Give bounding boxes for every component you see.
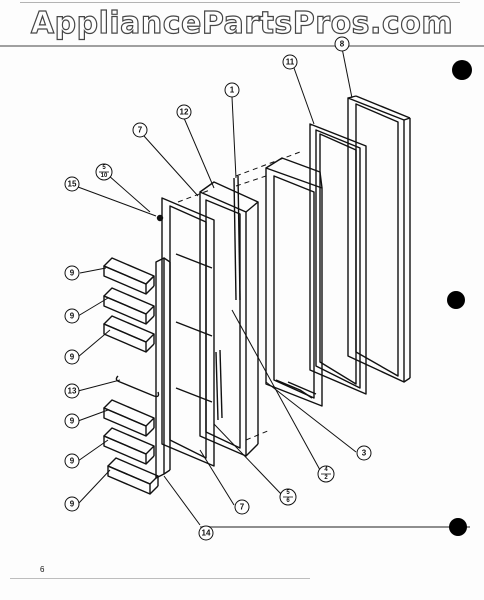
- part-9-door-shelf-4: [103, 399, 155, 437]
- callout-8: 8: [340, 40, 345, 49]
- callout-9-a: 9: [70, 269, 75, 278]
- part-11-door-gasket: [309, 123, 367, 395]
- part-9-door-shelf-1: [103, 257, 155, 295]
- callout-7-bottom: 7: [240, 503, 245, 512]
- callout-fraction-bottom-denominator: 6: [286, 498, 290, 504]
- part-3-door-liner: [265, 157, 323, 407]
- callout-fraction-bottom-numerator: 5: [286, 490, 290, 496]
- page-number: 6: [40, 565, 45, 574]
- watermark: AppliancePartsPros.com: [30, 5, 454, 41]
- binder-hole-middle: [447, 291, 465, 309]
- callout-15: 15: [68, 180, 77, 189]
- callout-9-b: 9: [70, 312, 75, 321]
- part-9-door-shelf-6: [107, 457, 159, 495]
- callout-11: 11: [286, 58, 295, 67]
- part-7-inner-liner: [161, 197, 223, 467]
- binder-hole-top: [452, 60, 472, 80]
- callout-9-c: 9: [70, 353, 75, 362]
- callout-fraction-mid-numerator: 4: [324, 467, 328, 473]
- callout-9-f: 9: [70, 500, 75, 509]
- callout-14: 14: [202, 529, 211, 538]
- part-9-door-shelf-2: [103, 287, 155, 325]
- leader-lines: [77, 47, 357, 526]
- callout-fraction-top-denominator: 10: [101, 173, 108, 179]
- callout-1: 1: [230, 86, 235, 95]
- callout-13: 13: [68, 387, 77, 396]
- callout-fraction-mid-denominator: 2: [324, 475, 328, 481]
- callout-3: 3: [362, 449, 367, 458]
- callout-12: 12: [180, 108, 189, 117]
- callout-9-d: 9: [70, 417, 75, 426]
- callout-fraction-top-numerator: 5: [102, 165, 106, 171]
- part-14-shelf-rail: [155, 257, 171, 479]
- part-13-shelf-retainer: [115, 375, 160, 398]
- part-15-screw: [156, 214, 164, 222]
- callout-9-e: 9: [70, 457, 75, 466]
- scan-noise: [0, 2, 484, 579]
- callout-7-top: 7: [138, 126, 143, 135]
- part-1-breaker-strip: [199, 175, 259, 457]
- part-9-door-shelf-3: [103, 315, 155, 353]
- binder-hole-bottom: [449, 518, 467, 536]
- part-8-outer-door: [347, 95, 411, 383]
- fraction-bars: [99, 171, 331, 498]
